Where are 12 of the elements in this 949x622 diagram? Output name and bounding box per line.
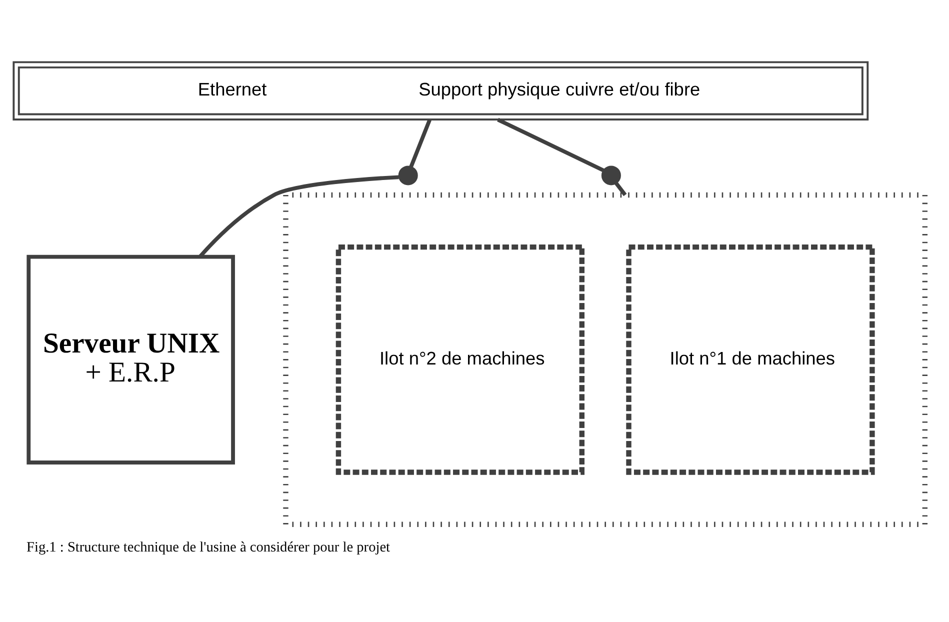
connector bbox=[497, 117, 604, 172]
node-box: Serveur UNIX + E.R.P bbox=[26, 254, 235, 464]
node-box: Ethernet Support physique cuivre et/ou fibre bbox=[12, 60, 869, 120]
cluster bbox=[283, 192, 928, 526]
node-box: Ilot n°1 de machines bbox=[626, 244, 875, 474]
node-box: Ilot n°2 de machines bbox=[336, 244, 584, 474]
node-circle bbox=[601, 165, 621, 185]
connector bbox=[409, 118, 432, 167]
node-circle bbox=[398, 165, 418, 185]
connector bbox=[614, 182, 627, 196]
caption: Fig.1 : Structure technique de l'usine à considérer pour le projet bbox=[26, 538, 390, 555]
connector bbox=[198, 174, 399, 258]
